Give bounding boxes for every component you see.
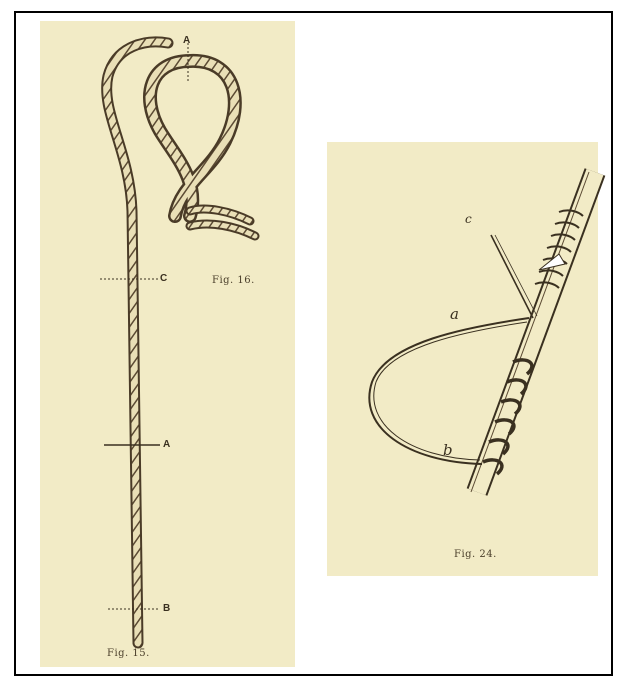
plate-rope-figures: A C A B Fig. 16. Fig. 15. (40, 21, 295, 667)
fig16-mark-a: A (183, 35, 190, 46)
fig24-label-b: b (443, 441, 453, 459)
fig24-label-c: c (465, 212, 472, 226)
plate-whipping-figure: c a b Fig. 24. (327, 142, 598, 576)
fig15-caption: Fig. 15. (107, 648, 150, 659)
fig24-strand-c (491, 235, 533, 318)
fig24-label-a: a (450, 305, 459, 323)
fig24-caption: Fig. 24. (454, 549, 497, 560)
fig15-mark-c: C (160, 273, 167, 284)
rope-drawing (40, 21, 295, 667)
fig16-loop (150, 61, 255, 236)
illustration-frame: A C A B Fig. 16. Fig. 15. (14, 11, 613, 676)
fig15-mark-a: A (163, 439, 170, 450)
whipping-drawing (327, 142, 598, 576)
fig16-caption: Fig. 16. (212, 275, 255, 286)
fig15-mark-b: B (163, 603, 170, 614)
